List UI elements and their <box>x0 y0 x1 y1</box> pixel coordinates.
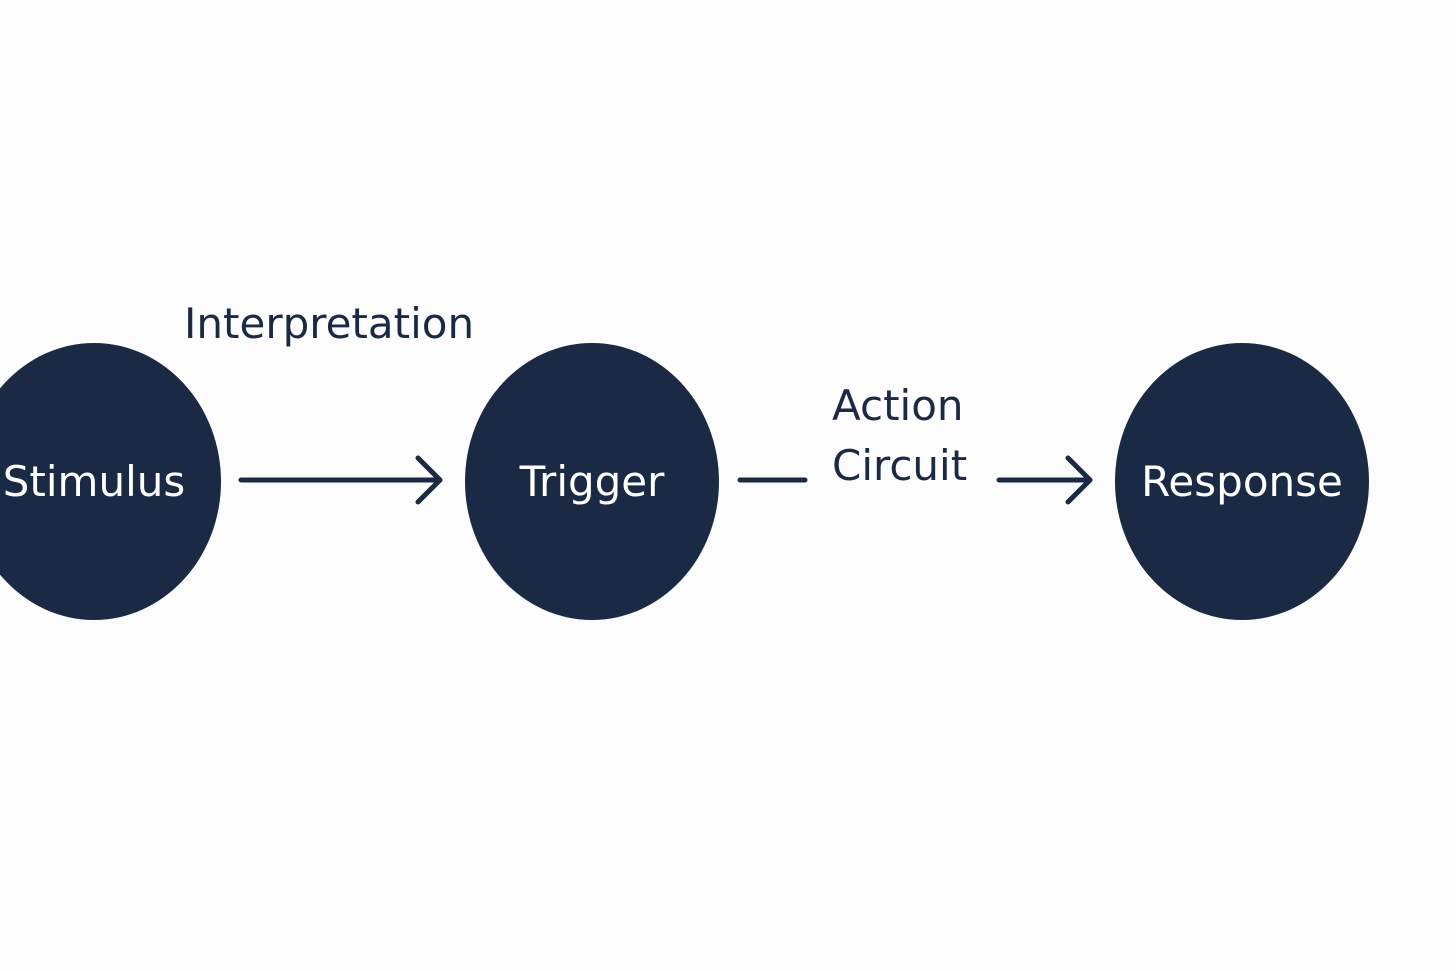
node-label-stimulus: Stimulus <box>2 457 186 506</box>
arrow-action-circuit-to-response <box>996 455 1093 505</box>
edge-label-action-circuit: Action Circuit <box>832 376 967 496</box>
node-stimulus: Stimulus <box>0 343 221 620</box>
arrowhead-icon <box>415 455 443 505</box>
edge-label-interpretation: Interpretation <box>184 299 475 348</box>
node-response: Response <box>1115 343 1369 620</box>
node-trigger: Trigger <box>465 343 719 620</box>
arrow-stimulus-to-trigger <box>238 455 443 505</box>
node-label-response: Response <box>1141 457 1343 506</box>
arrowhead-icon <box>1065 455 1093 505</box>
edge-label-action-line: Action <box>832 381 964 430</box>
edge-label-circuit-line: Circuit <box>832 441 968 490</box>
node-label-trigger: Trigger <box>519 457 665 506</box>
